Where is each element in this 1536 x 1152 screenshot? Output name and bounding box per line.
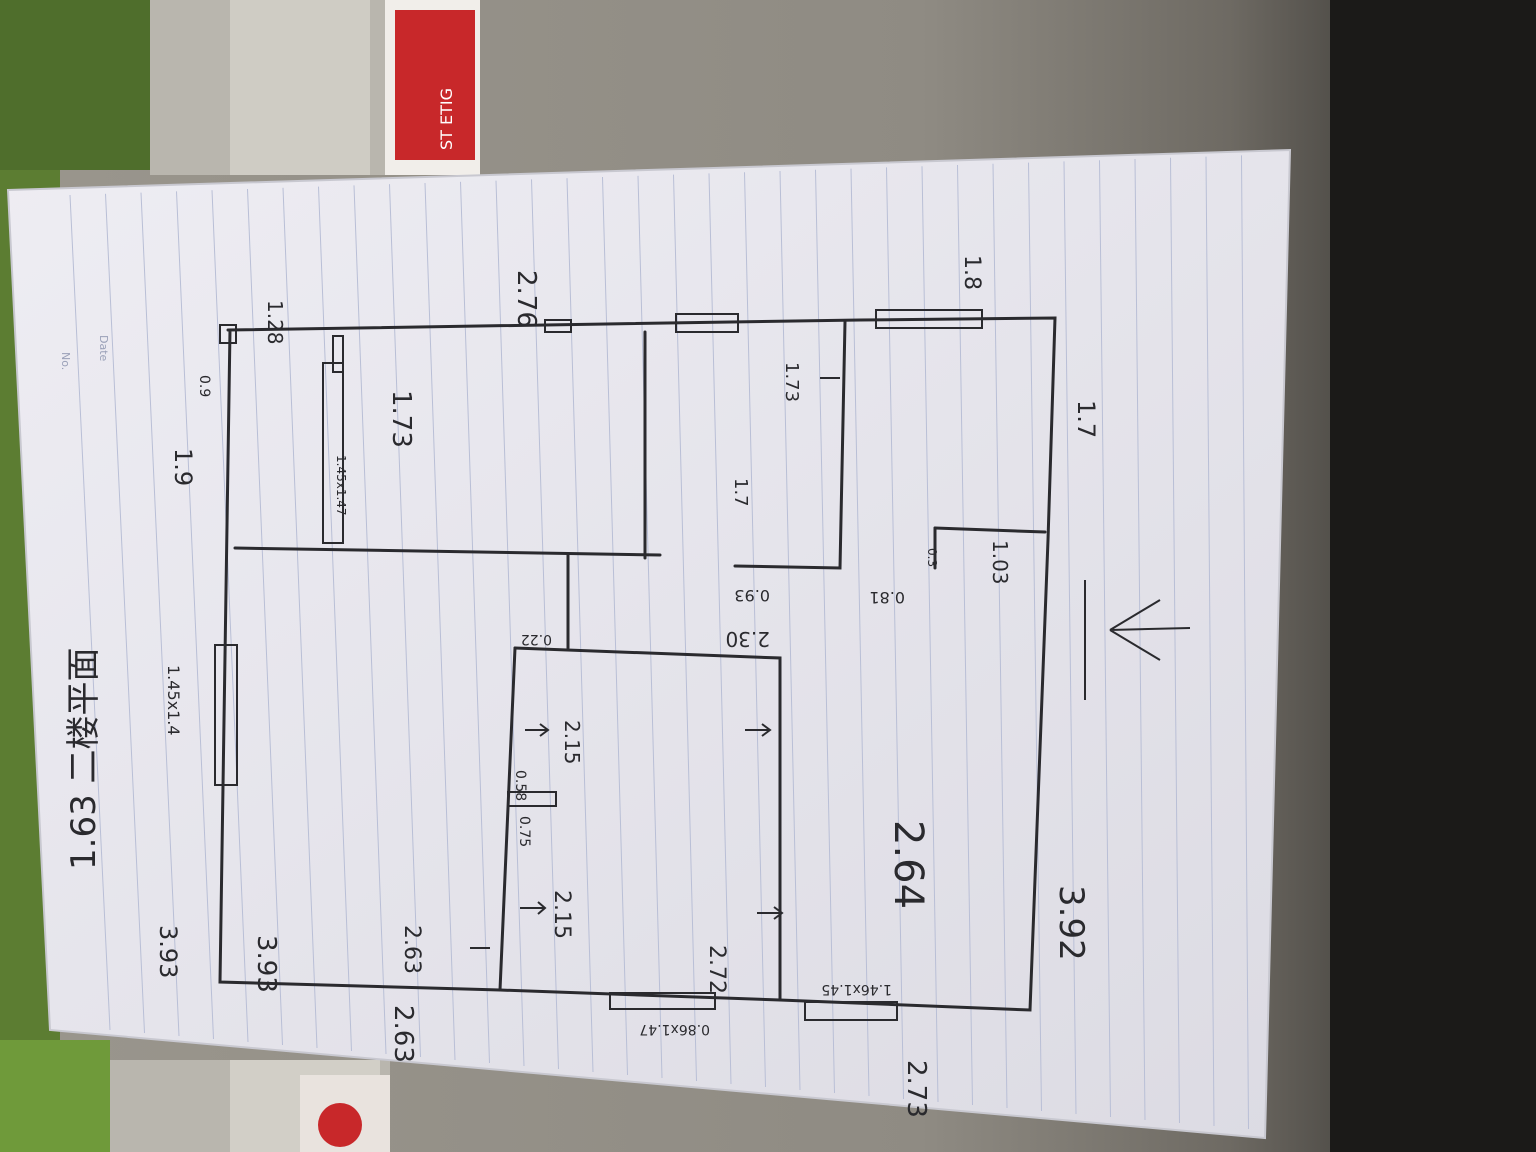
rule-line	[1028, 162, 1042, 1112]
rule-line	[815, 169, 835, 1094]
window-bottom-a	[609, 992, 716, 1010]
rule-line	[708, 173, 732, 1085]
window-top-a	[675, 313, 739, 333]
dim-left-2-63a: 2.63	[399, 925, 424, 974]
window-marks	[214, 309, 983, 1021]
dim-win-1-46x1-45: 1.46x1.45	[821, 981, 892, 997]
rule-line	[602, 176, 628, 1076]
rule-line	[176, 191, 214, 1040]
rule-line	[211, 190, 249, 1043]
dim-mid-0-93: 0.93	[734, 586, 770, 605]
stair-block	[507, 791, 557, 807]
rule-line	[1063, 161, 1077, 1115]
rule-line	[460, 181, 490, 1064]
rule-line	[1170, 157, 1180, 1124]
rule-line	[1099, 160, 1111, 1118]
rule-line	[140, 192, 180, 1037]
red-sign-band	[395, 10, 475, 160]
rule-line	[1241, 155, 1249, 1130]
dim-left-1-9: 1.9	[169, 448, 197, 486]
dim-big-2-64: 2.64	[885, 820, 931, 909]
rule-line	[850, 168, 870, 1097]
rule-line	[105, 193, 145, 1034]
window-top-b	[875, 309, 983, 329]
dim-top-1-28: 1.28	[263, 300, 287, 345]
dim-mid-0-81: 0.81	[869, 588, 905, 607]
window-left-mid	[214, 644, 238, 786]
rule-line	[957, 164, 973, 1106]
foliage-top	[0, 0, 150, 170]
rule-line	[1134, 158, 1146, 1121]
rule-line	[744, 172, 766, 1088]
dim-top-2-76: 2.76	[511, 270, 541, 328]
dim-right-3-92: 3.92	[1051, 885, 1091, 961]
dim-bottom-2-73: 2.73	[901, 1060, 931, 1118]
dim-win-1-45x1-4: 1.45x1.4	[164, 665, 183, 736]
rule-line	[247, 188, 283, 1046]
dim-top-1-8: 1.8	[959, 255, 984, 290]
rule-line	[353, 185, 387, 1055]
window-left-top-inner	[332, 335, 344, 373]
rail-top-inner	[230, 0, 370, 175]
dim-stair-0-75: 0.75	[516, 816, 532, 847]
dim-left-3-93b: 3.93	[251, 935, 281, 993]
dim-mid-2-72: 2.72	[704, 945, 729, 994]
window-bottom-b	[804, 1001, 898, 1021]
rule-line	[921, 166, 939, 1103]
rule-line	[886, 167, 904, 1100]
dim-win-0-86x1-47: 0.86x1.47	[639, 1021, 710, 1037]
dim-right-1-03: 1.03	[988, 540, 1012, 585]
rule-line	[318, 186, 352, 1052]
rule-line	[992, 163, 1008, 1109]
dim-stair-0-58: 0.58	[512, 770, 528, 801]
rule-line	[495, 180, 525, 1067]
rule-line	[673, 174, 697, 1082]
ruled-lines	[69, 155, 1249, 1130]
corner-post	[219, 324, 237, 344]
floor-plan-walls	[218, 316, 1057, 1012]
rule-line	[531, 179, 559, 1070]
dim-stair-2-15b: 2.15	[549, 890, 574, 939]
red-sign-logo	[318, 1103, 362, 1147]
rule-line	[69, 194, 111, 1031]
foliage-bottom	[0, 1040, 110, 1152]
dim-mid-0-3: 0.3	[925, 548, 939, 567]
arrow-marks	[470, 377, 1191, 949]
dim-mid-0-22: 0.22	[521, 631, 552, 647]
sign-text: ST ETIG	[437, 88, 456, 150]
header-date: Date	[97, 335, 110, 362]
dim-left-2-63b: 2.63	[388, 1005, 418, 1063]
title: 1.63 二楼平面	[64, 647, 104, 870]
dim-room-1-73-small: 1.73	[781, 362, 802, 402]
rule-line	[424, 182, 456, 1061]
notebook-page	[6, 148, 1292, 1140]
rule-line	[389, 184, 421, 1058]
window-top-c	[544, 319, 572, 333]
dim-right-1-7: 1.7	[1072, 400, 1100, 438]
dim-room-1-73: 1.73	[386, 390, 416, 448]
rule-line	[282, 187, 318, 1049]
dark-shadow-area	[1330, 0, 1536, 1152]
dim-stair-2-15a: 2.15	[560, 720, 584, 765]
dim-win-1-45x1-47: 1.45x1.47	[334, 455, 348, 516]
dim-left-0-9: 0.9	[196, 375, 212, 397]
dim-left-3-93a: 3.93	[154, 925, 182, 978]
rule-line	[637, 175, 663, 1079]
dim-mid-2-30: 2.30	[725, 627, 770, 651]
header-no: No.	[59, 352, 72, 370]
dim-room-1-7-inner: 1.7	[730, 478, 751, 507]
rule-line	[1205, 156, 1215, 1127]
rule-line	[779, 170, 801, 1091]
